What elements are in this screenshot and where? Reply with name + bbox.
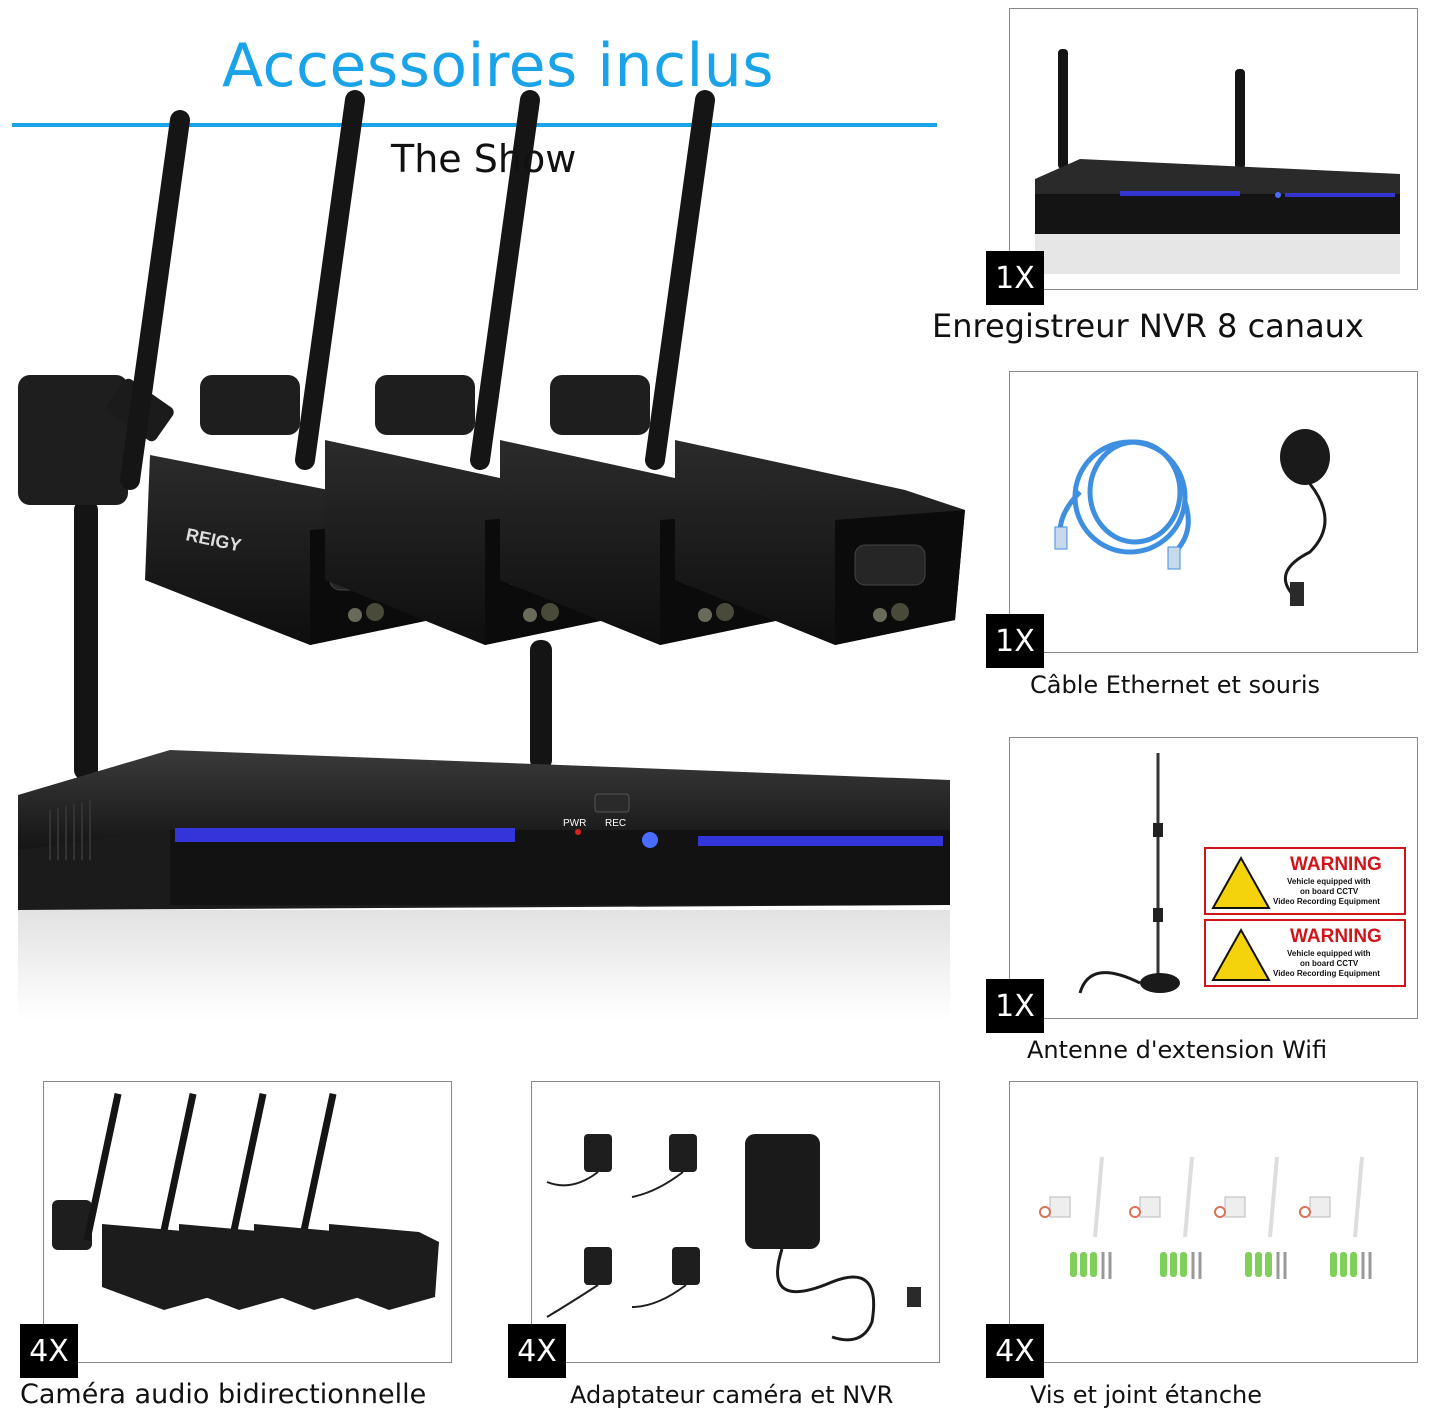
screw-kit-icon xyxy=(1299,1156,1372,1279)
nvr-recorder: PWR REC xyxy=(18,750,950,1020)
svg-text:on board CCTV: on board CCTV xyxy=(1300,887,1359,896)
power-led-icon xyxy=(642,832,658,848)
cameras-image xyxy=(52,1093,439,1310)
antenna-and-stickers-image: WARNING Vehicle equipped with on board C… xyxy=(1078,753,1406,994)
quantity-badge: 1X xyxy=(986,251,1044,305)
mouse-icon xyxy=(1280,429,1330,606)
power-adapter-icon xyxy=(584,1134,700,1285)
item-panel-screws xyxy=(1009,1081,1418,1363)
item-caption: Antenne d'extension Wifi xyxy=(1027,1036,1328,1064)
svg-text:Vehicle equipped with: Vehicle equipped with xyxy=(1287,877,1371,886)
warning-sticker: WARNING Vehicle equipped with on board C… xyxy=(1204,847,1406,915)
warning-heading: WARNING xyxy=(1290,926,1382,947)
nvr-antenna xyxy=(74,500,98,780)
quantity-badge: 1X xyxy=(986,614,1044,668)
item-caption: Adaptateur caméra et NVR xyxy=(570,1381,894,1409)
svg-text:Video Recording Equipment: Video Recording Equipment xyxy=(1273,897,1380,906)
warning-sticker: WARNING Vehicle equipped with on board C… xyxy=(1204,919,1406,987)
antenna-icon xyxy=(1078,753,1180,994)
svg-text:on board CCTV: on board CCTV xyxy=(1300,959,1359,968)
screw-kit-icon xyxy=(1214,1156,1287,1279)
item-panel-adapters xyxy=(531,1081,940,1363)
nvr-antenna xyxy=(530,640,552,770)
warning-heading: WARNING xyxy=(1290,854,1382,875)
item-panel-antenna: WARNING Vehicle equipped with on board C… xyxy=(1009,737,1418,1019)
item-caption: Câble Ethernet et souris xyxy=(1030,671,1321,699)
page-subtitle: The Show xyxy=(391,137,577,181)
nvr-pwr-label: PWR xyxy=(563,818,586,829)
hero-product-illustration: PWR REC REIGY xyxy=(18,90,965,1020)
nvr-led-strip xyxy=(698,836,943,846)
title-divider xyxy=(12,123,937,127)
quantity-badge: 1X xyxy=(986,979,1044,1033)
item-panel-nvr xyxy=(1009,8,1418,290)
item-caption: Caméra audio bidirectionnelle xyxy=(20,1379,427,1410)
screws-and-seals-image xyxy=(1039,1156,1372,1279)
screw-kit-icon xyxy=(1039,1156,1112,1279)
svg-text:Video Recording Equipment: Video Recording Equipment xyxy=(1273,969,1380,978)
camera xyxy=(550,90,965,645)
quantity-badge: 4X xyxy=(986,1324,1044,1378)
item-caption: Enregistreur NVR 8 canaux xyxy=(932,307,1364,345)
nvr-rec-label: REC xyxy=(605,818,626,829)
item-panel-cameras xyxy=(43,1081,452,1363)
ethernet-cable-and-mouse-image xyxy=(1054,429,1330,606)
nvr-led-strip xyxy=(175,828,515,842)
nvr-recorder-image xyxy=(1035,49,1400,274)
page-title: Accessoires inclus xyxy=(222,31,775,101)
svg-text:Vehicle equipped with: Vehicle equipped with xyxy=(1287,949,1371,958)
ethernet-cable-icon xyxy=(1057,439,1191,555)
item-panel-ethernet-mouse xyxy=(1009,371,1418,653)
item-caption: Vis et joint étanche xyxy=(1030,1381,1263,1409)
power-adapters-image xyxy=(546,1134,921,1342)
nvr-front-button xyxy=(594,793,630,813)
screw-kit-icon xyxy=(1129,1156,1202,1279)
quantity-badge: 4X xyxy=(508,1324,566,1378)
quantity-badge: 4X xyxy=(20,1324,78,1378)
nvr-power-adapter-icon xyxy=(745,1134,921,1342)
